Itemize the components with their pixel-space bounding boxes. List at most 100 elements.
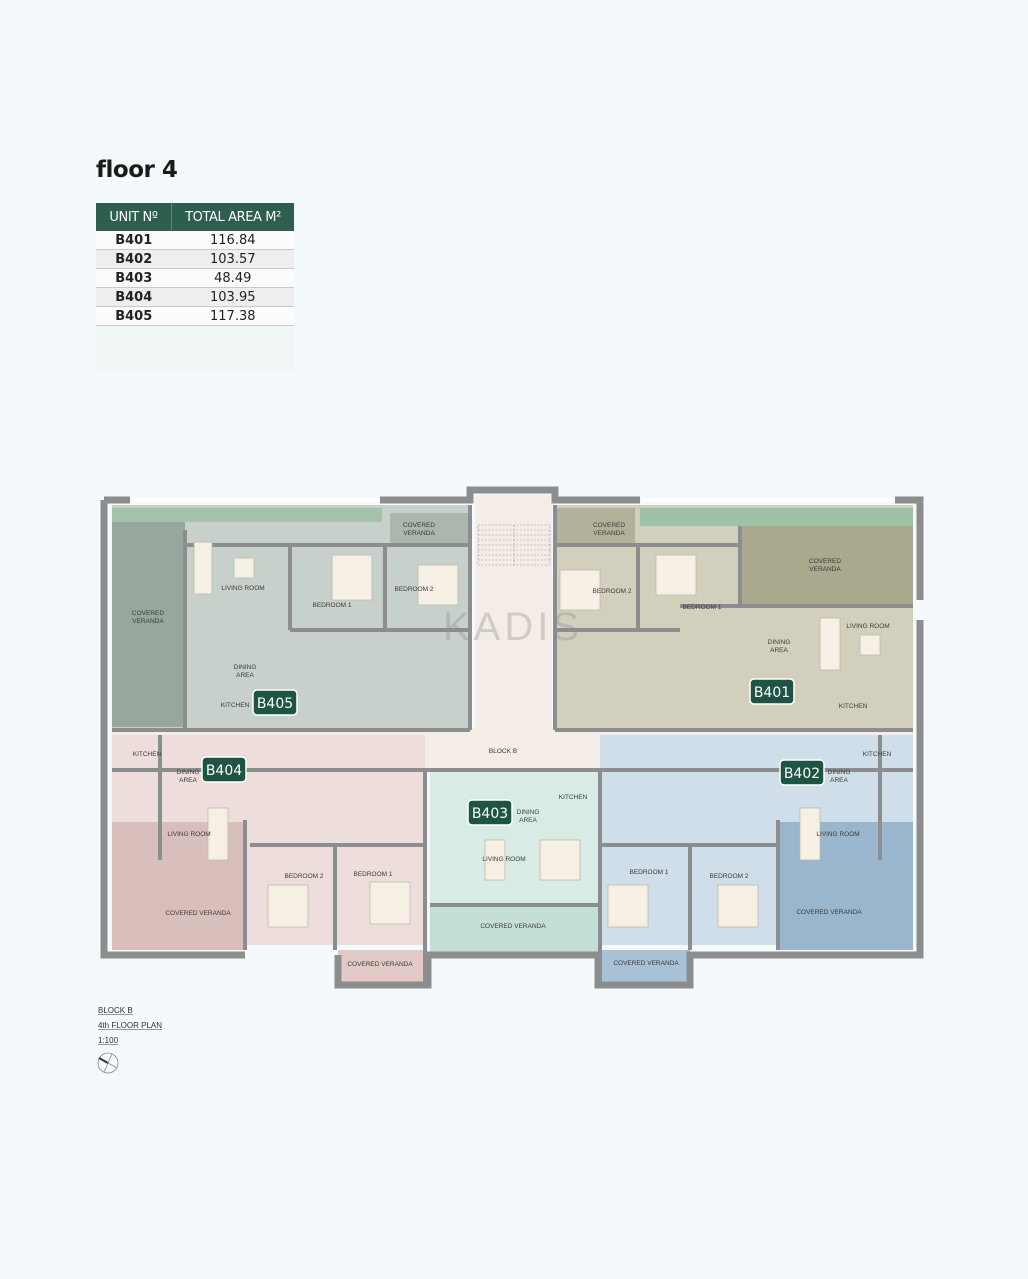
stair-treads bbox=[478, 525, 550, 565]
room-label: DINING bbox=[768, 639, 791, 646]
room-label: LIVING ROOM bbox=[816, 831, 859, 838]
bed-icon bbox=[267, 884, 309, 928]
room-label: COVERED VERANDA bbox=[480, 923, 546, 930]
bed-icon bbox=[369, 881, 411, 925]
b401-veranda-big bbox=[740, 526, 913, 606]
b402-veranda bbox=[778, 822, 913, 950]
room-label: COVERED bbox=[403, 522, 435, 529]
table-icon bbox=[233, 557, 255, 579]
badge-label: B404 bbox=[206, 763, 242, 779]
walls bbox=[100, 486, 924, 989]
room-label: KITCHEN bbox=[559, 794, 588, 801]
area-cell: 103.95 bbox=[171, 287, 294, 307]
staircase bbox=[477, 524, 551, 566]
watermark-logo: KADIS bbox=[443, 605, 583, 649]
room-label: DINING bbox=[177, 769, 200, 776]
interior-walls bbox=[112, 505, 913, 985]
bed-icon bbox=[539, 839, 581, 881]
b402-veranda-bottom bbox=[600, 950, 690, 984]
room-label: BEDROOM 2 bbox=[394, 586, 433, 593]
badge-background bbox=[467, 799, 513, 826]
bed-icon bbox=[559, 569, 601, 611]
unit-cell: B401 bbox=[96, 231, 172, 250]
badge-background bbox=[201, 756, 247, 783]
room-label: VERANDA bbox=[132, 618, 164, 625]
room-label: AREA bbox=[770, 647, 788, 654]
room-label: VERANDA bbox=[403, 530, 435, 537]
footer-scale: 1:100 bbox=[98, 1036, 119, 1045]
room-label: COVERED VERANDA bbox=[165, 910, 231, 917]
room-label: LIVING ROOM bbox=[846, 623, 889, 630]
sofa-icon bbox=[799, 807, 821, 861]
unit-badge-b405[interactable]: B405 bbox=[252, 689, 298, 716]
room-label: KITCHEN bbox=[133, 751, 162, 758]
header-total-area: TOTAL AREA M² bbox=[171, 203, 294, 231]
bed-icon bbox=[331, 554, 373, 601]
room-label: KITCHEN bbox=[863, 751, 892, 758]
unit-cell: B404 bbox=[96, 287, 172, 307]
room-label: BEDROOM 2 bbox=[709, 873, 748, 880]
unit-b403-area bbox=[430, 770, 600, 905]
room-label: AREA bbox=[236, 672, 254, 679]
unit-badge-b404[interactable]: B404 bbox=[201, 756, 247, 783]
north-arrow-icon bbox=[97, 1052, 119, 1074]
room-label: DINING bbox=[234, 664, 257, 671]
badge-background bbox=[252, 689, 298, 716]
room-label: COVERED VERANDA bbox=[796, 909, 862, 916]
unit-zones bbox=[112, 495, 913, 984]
room-label: COVERED VERANDA bbox=[347, 961, 413, 968]
room-label: VERANDA bbox=[809, 566, 841, 573]
b403-veranda bbox=[430, 905, 598, 955]
b401-planter bbox=[640, 508, 913, 526]
badge-label: B402 bbox=[784, 766, 820, 782]
room-label: COVERED VERANDA bbox=[613, 960, 679, 967]
room-label: BEDROOM 1 bbox=[353, 871, 392, 878]
unit-badge-b403[interactable]: B403 bbox=[467, 799, 513, 826]
b404-veranda-bottom bbox=[338, 950, 426, 984]
sofa-icon bbox=[484, 839, 506, 881]
unit-badge-b401[interactable]: B401 bbox=[749, 678, 795, 705]
area-cell: 48.49 bbox=[171, 268, 294, 288]
room-label: COVERED bbox=[132, 610, 164, 617]
b401-veranda-top bbox=[557, 508, 635, 545]
room-label: AREA bbox=[830, 777, 848, 784]
bed-icon bbox=[655, 554, 697, 596]
bed-icon bbox=[717, 884, 759, 928]
sofa-icon bbox=[819, 617, 841, 671]
room-label: KITCHEN bbox=[221, 702, 250, 709]
area-cell: 103.57 bbox=[171, 249, 294, 269]
page-title: floor 4 bbox=[96, 157, 178, 183]
room-label: DINING bbox=[828, 769, 851, 776]
core-label: BLOCK B bbox=[489, 748, 517, 755]
room-label: COVERED bbox=[593, 522, 625, 529]
room-label: LIVING ROOM bbox=[221, 585, 264, 592]
room-label: AREA bbox=[519, 817, 537, 824]
badge-background bbox=[749, 678, 795, 705]
unit-cell: B403 bbox=[96, 268, 172, 288]
sofa-icon bbox=[207, 807, 229, 861]
table-icon bbox=[859, 634, 881, 656]
room-label: BEDROOM 1 bbox=[629, 869, 668, 876]
sofa-icon bbox=[193, 541, 213, 595]
badge-background bbox=[779, 759, 825, 786]
table-spacer bbox=[96, 326, 294, 372]
room-label: LIVING ROOM bbox=[167, 831, 210, 838]
unit-badge-b402[interactable]: B402 bbox=[779, 759, 825, 786]
b405-planter bbox=[112, 508, 382, 522]
room-label: VERANDA bbox=[593, 530, 625, 537]
unit-cell: B405 bbox=[96, 306, 172, 326]
room-label: LIVING ROOM bbox=[482, 856, 525, 863]
outer-wall bbox=[100, 486, 924, 989]
unit-cell: B402 bbox=[96, 249, 172, 269]
room-label: BEDROOM 2 bbox=[284, 873, 323, 880]
badge-label: B401 bbox=[754, 685, 790, 701]
furniture bbox=[193, 541, 881, 928]
bed-icon bbox=[607, 884, 649, 928]
